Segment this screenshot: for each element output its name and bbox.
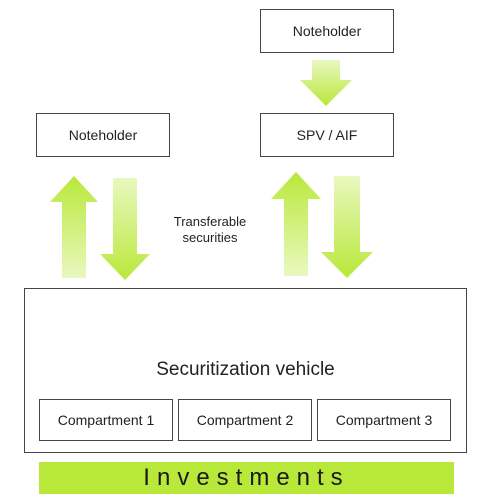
noteholder-top-label: Noteholder (292, 23, 362, 39)
spv-aif-label: SPV / AIF (296, 127, 358, 143)
compartment-1-box: Compartment 1 (39, 399, 173, 441)
up-arrow-left (50, 176, 98, 278)
noteholder-left-box: Noteholder (36, 113, 170, 157)
transferable-line-1: Transferable (173, 214, 247, 229)
transferable-line-2: securities (182, 230, 238, 245)
compartment-2-box: Compartment 2 (178, 399, 312, 441)
down-arrow-left (100, 178, 150, 280)
spv-aif-box: SPV / AIF (260, 113, 394, 157)
noteholder-top-box: Noteholder (260, 9, 394, 53)
securitization-vehicle-box: Securitization vehicle Compartment 1 Com… (24, 288, 467, 453)
compartment-1-label: Compartment 1 (57, 412, 155, 428)
up-arrow-right (271, 172, 321, 276)
compartment-2-label: Compartment 2 (196, 412, 294, 428)
down-arrow-to-spv (300, 60, 352, 106)
compartment-3-label: Compartment 3 (335, 412, 433, 428)
noteholder-left-label: Noteholder (68, 127, 138, 143)
securitization-vehicle-title: Securitization vehicle (156, 359, 335, 380)
down-arrow-right (321, 176, 373, 278)
transferable-securities-label: Transferable securities (160, 214, 260, 246)
investments-bar: Investments (39, 462, 454, 494)
investments-label: Investments (143, 464, 350, 491)
compartment-3-box: Compartment 3 (317, 399, 451, 441)
